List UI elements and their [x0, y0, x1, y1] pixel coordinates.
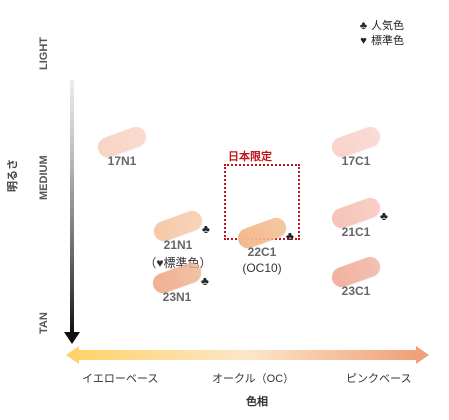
legend-item-standard: ♥ 標準色	[358, 34, 404, 49]
x-tick-pink-base: ピンクベース	[346, 373, 412, 385]
club-icon: ♣	[359, 20, 368, 32]
legend-item-popular: ♣ 人気色	[358, 19, 404, 34]
label-17c1: 17C1	[341, 153, 371, 168]
heart-icon: ♥	[360, 35, 367, 47]
label-17n1: 17N1	[107, 153, 137, 168]
x-axis-title: 色相	[246, 396, 268, 408]
sublabel-22c1: (OC10)	[242, 260, 282, 275]
x-tick-ochre: オークル（OC）	[212, 373, 295, 385]
label-23c1: 23C1	[341, 283, 371, 298]
y-tick-tan: TAN	[38, 312, 50, 334]
x-axis-bar	[78, 350, 416, 360]
y-axis-bar	[70, 80, 74, 334]
club-icon: ♣	[202, 222, 210, 236]
label-22c1: 22C1	[247, 244, 277, 259]
legend-label-standard: 標準色	[371, 35, 404, 47]
label-21c1: 21C1	[341, 225, 371, 239]
y-tick-light: LIGHT	[38, 37, 50, 70]
legend: ♣ 人気色 ♥ 標準色	[358, 19, 404, 49]
y-tick-medium: MEDIUM	[38, 155, 50, 200]
club-icon: ♣	[286, 228, 294, 243]
label-23n1: 23N1	[162, 290, 192, 304]
club-icon: ♣	[201, 274, 209, 288]
japan-only-label: 日本限定	[228, 151, 272, 163]
x-tick-yellow-base: イエローベース	[82, 373, 159, 385]
club-icon: ♣	[380, 209, 388, 223]
y-axis-title: 明るさ	[7, 159, 19, 192]
y-axis-arrowhead	[64, 332, 80, 344]
legend-label-popular: 人気色	[371, 20, 404, 32]
x-axis-arrowhead-left	[66, 346, 79, 364]
x-axis-arrowhead-right	[416, 346, 429, 364]
label-21n1: 21N1	[163, 238, 193, 252]
